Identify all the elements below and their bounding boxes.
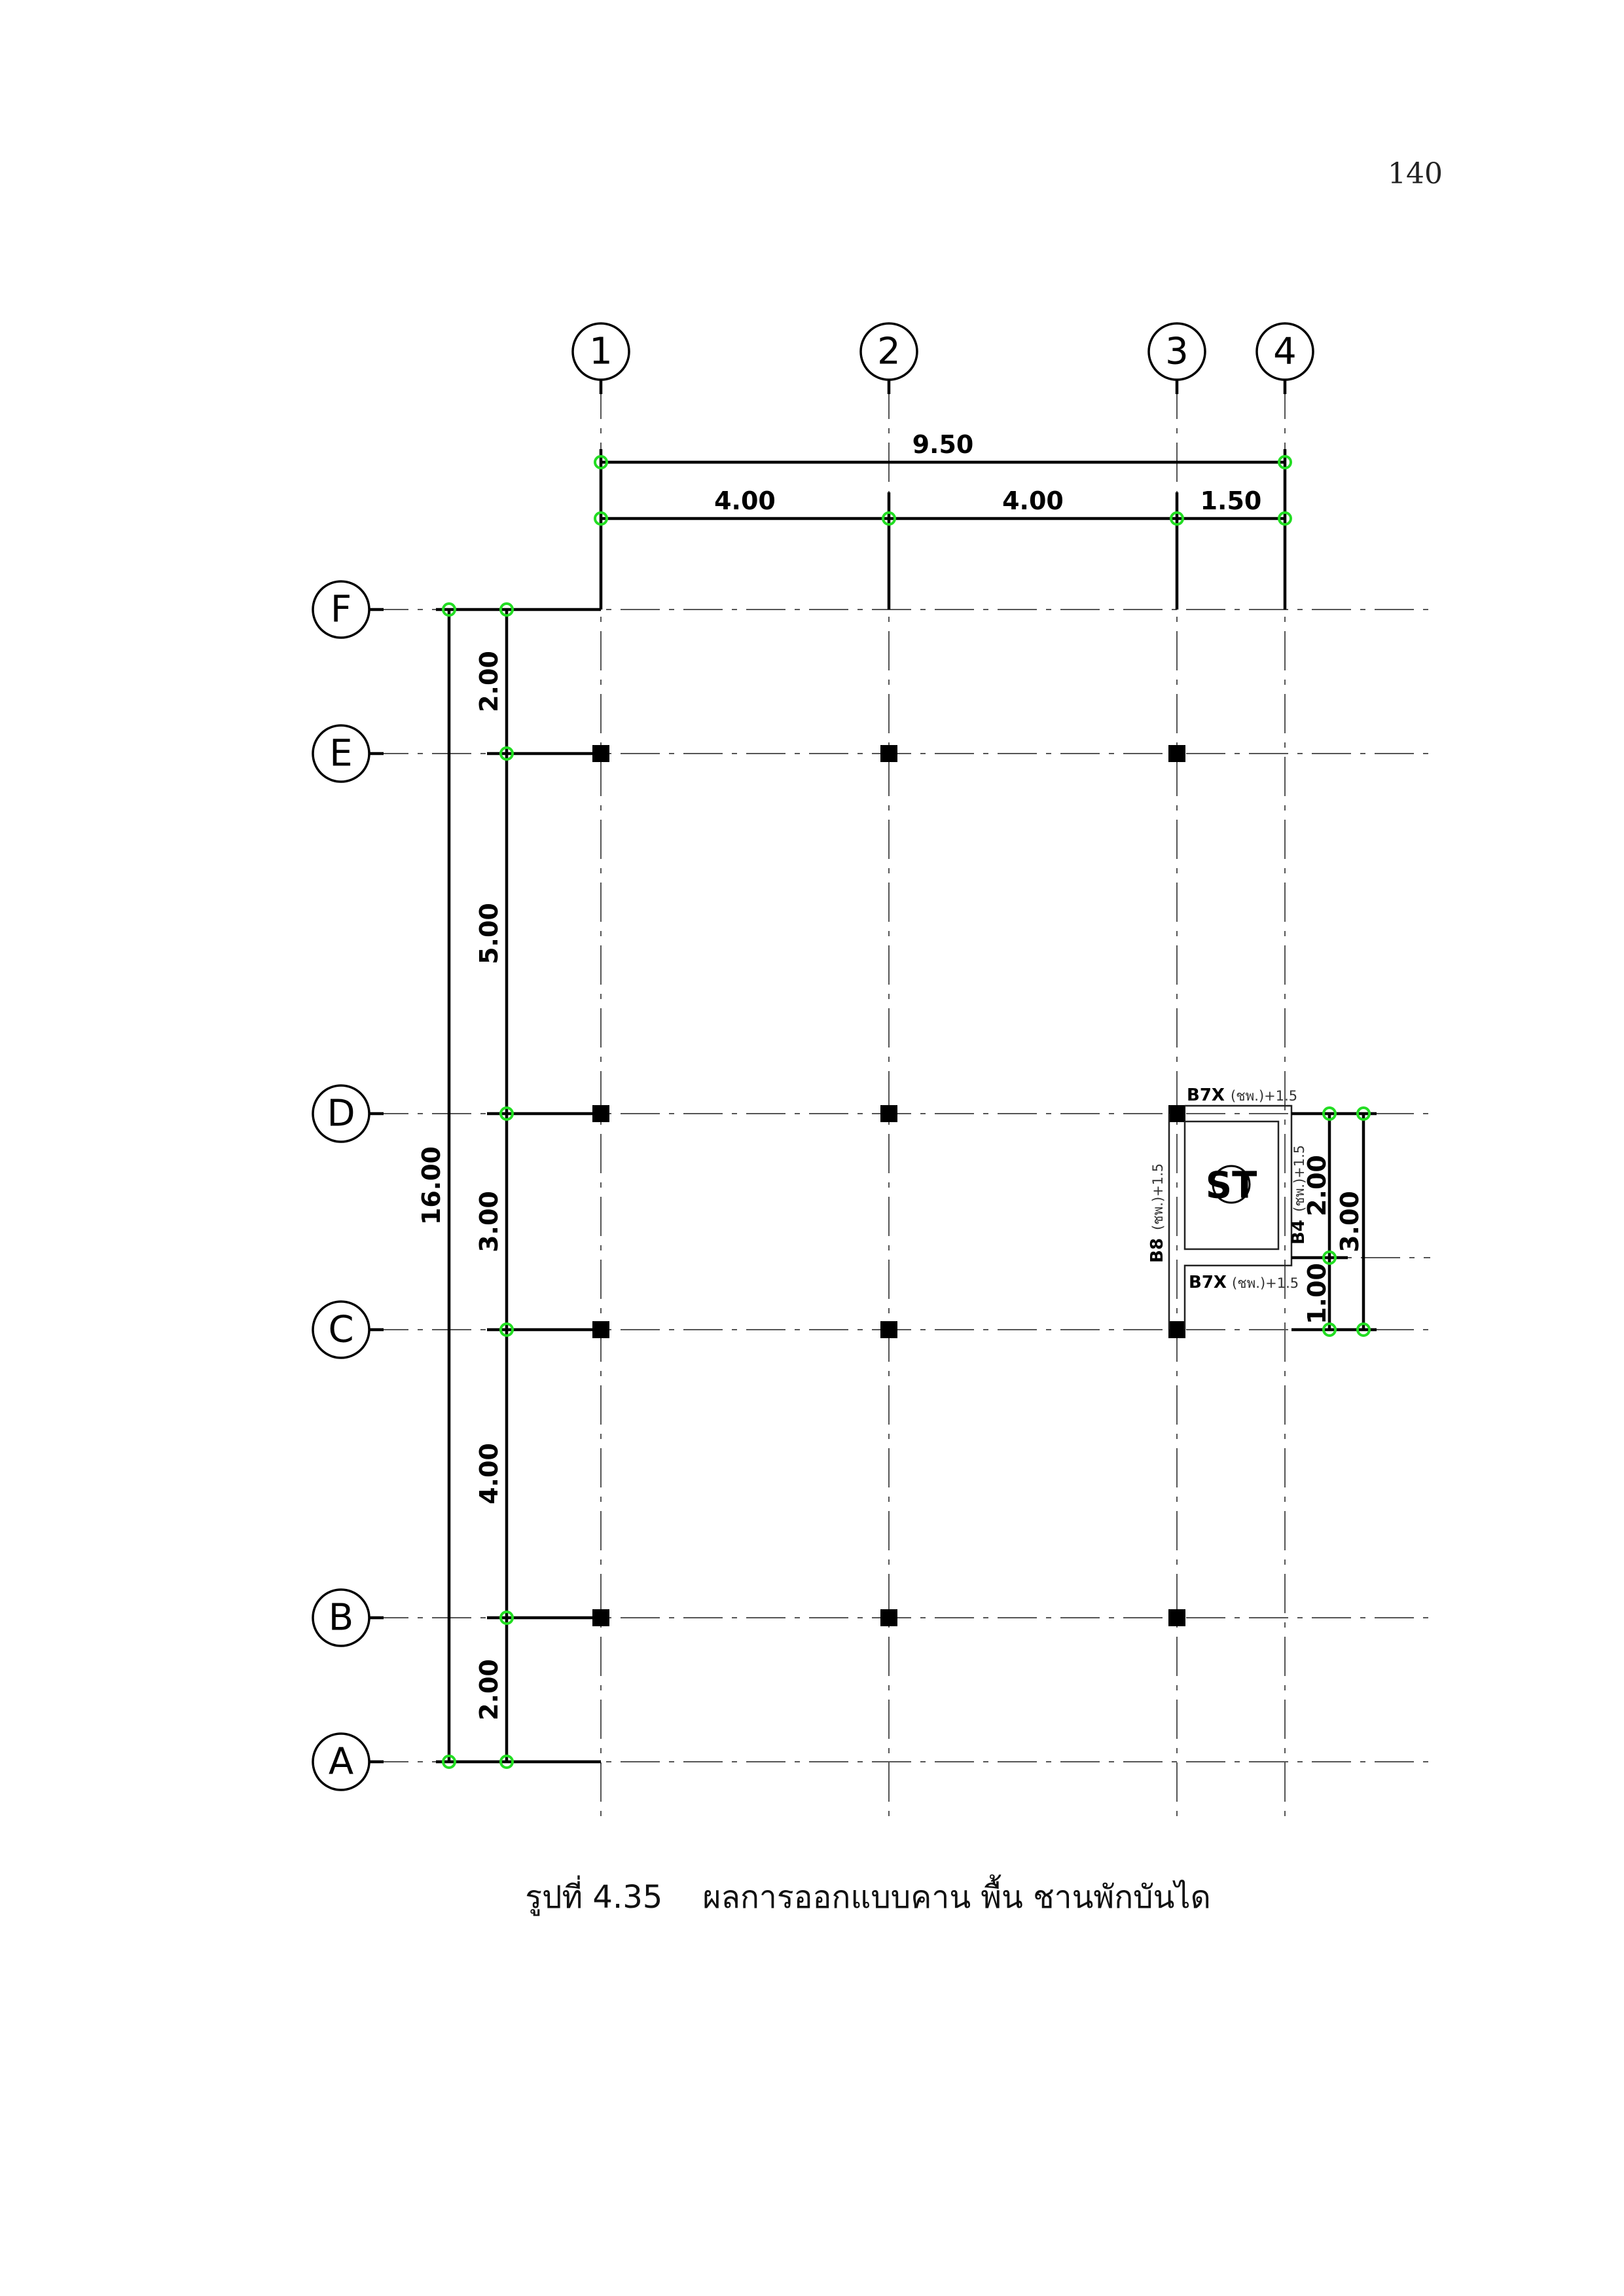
figure-caption: รูปที่ 4.35 ผลการออกแบบคาน พื้น ชานพักบั… [525, 1879, 1211, 1916]
beam-note-right: (ชพ.)+1.5 [1291, 1145, 1307, 1212]
dimension-span-y: 2.00 [475, 1659, 503, 1721]
grid-bubble-B [312, 1588, 370, 1647]
dimension-marker [442, 602, 456, 617]
dimension-span-x: 4.00 [714, 486, 776, 515]
dimension-total-x: 9.50 [912, 430, 974, 459]
dimension-marker [1322, 1322, 1337, 1337]
beam-label-bottom: B7X [1189, 1273, 1227, 1292]
dimension-span-x: 4.00 [1002, 486, 1064, 515]
grid-label-F: F [331, 589, 352, 631]
grid-label-A: A [329, 1741, 353, 1783]
dimension-span-y: 3.00 [475, 1191, 503, 1252]
structural-column [880, 1321, 897, 1338]
beam-outline [1183, 1104, 1293, 1330]
grid-bubble-4 [1255, 322, 1314, 381]
structural-column [880, 1105, 897, 1122]
structural-column [1168, 1609, 1185, 1626]
beam-label-left: B8 [1147, 1238, 1167, 1263]
structural-column [880, 745, 897, 762]
structural-column [1168, 1105, 1185, 1122]
stair-symbol-circle [1212, 1165, 1251, 1204]
beam-note-left: (ชพ.)+1.5 [1150, 1163, 1166, 1230]
grid-label-E: E [329, 733, 352, 775]
dimension-marker [1170, 511, 1184, 526]
dimension-marker [499, 1322, 514, 1337]
dimension-marker [1322, 1106, 1337, 1121]
dimension-landing-total: 3.00 [1335, 1191, 1364, 1252]
beam-note-top: (ชพ.)+1.5 [1231, 1088, 1297, 1104]
dimension-span-y: 4.00 [475, 1443, 503, 1504]
grid-label-3: 3 [1165, 331, 1189, 373]
dimension-landing-lower: 1.00 [1303, 1263, 1331, 1324]
grid-label-1: 1 [589, 331, 613, 373]
dimension-marker [499, 602, 514, 617]
grid-bubble-E [312, 724, 370, 783]
structural-column [1168, 745, 1185, 762]
grid-label-4: 4 [1273, 331, 1297, 373]
dimension-marker [594, 511, 608, 526]
beam-note-bottom: (ชพ.)+1.5 [1232, 1275, 1299, 1291]
structural-column [592, 1105, 609, 1122]
dimension-marker [1356, 1322, 1371, 1337]
grid-label-C: C [328, 1309, 353, 1351]
beam-label-right: B4 [1289, 1220, 1308, 1245]
grid-label-2: 2 [877, 331, 901, 373]
grid-bubble-1 [571, 322, 630, 381]
dimension-marker [1322, 1250, 1337, 1265]
structural-column [592, 1609, 609, 1626]
dimension-span-x: 1.50 [1200, 486, 1262, 515]
dimension-landing-upper: 2.00 [1303, 1155, 1331, 1216]
grid-label-B: B [329, 1597, 353, 1639]
structural-column [592, 745, 609, 762]
structural-column [1168, 1321, 1185, 1338]
grid-bubble-2 [859, 322, 918, 381]
grid-bubble-A [312, 1732, 370, 1791]
dimension-total-y: 16.00 [417, 1146, 446, 1225]
dimension-marker [499, 746, 514, 761]
dimension-marker [1278, 511, 1292, 526]
dimension-span-y: 2.00 [475, 651, 503, 712]
dimension-marker [499, 1755, 514, 1769]
structural-column [592, 1321, 609, 1338]
grid-bubble-D [312, 1084, 370, 1143]
structural-column [880, 1609, 897, 1626]
dimension-marker [594, 455, 608, 469]
dimension-marker [499, 1106, 514, 1121]
dimension-marker [442, 1755, 456, 1769]
beam-label-top: B7X [1187, 1085, 1225, 1105]
dimension-marker [499, 1611, 514, 1625]
dimension-span-y: 5.00 [475, 903, 503, 964]
dimension-marker [1278, 455, 1292, 469]
grid-bubble-C [312, 1300, 370, 1359]
dimension-marker [882, 511, 896, 526]
grid-label-D: D [327, 1093, 355, 1135]
grid-bubble-3 [1147, 322, 1206, 381]
stair-symbol: ST [1206, 1165, 1257, 1207]
landing-slab-outline [1183, 1120, 1280, 1250]
grid-bubble-F [312, 580, 370, 639]
dimension-marker [1356, 1106, 1371, 1121]
page-number: 140 [1388, 157, 1443, 191]
